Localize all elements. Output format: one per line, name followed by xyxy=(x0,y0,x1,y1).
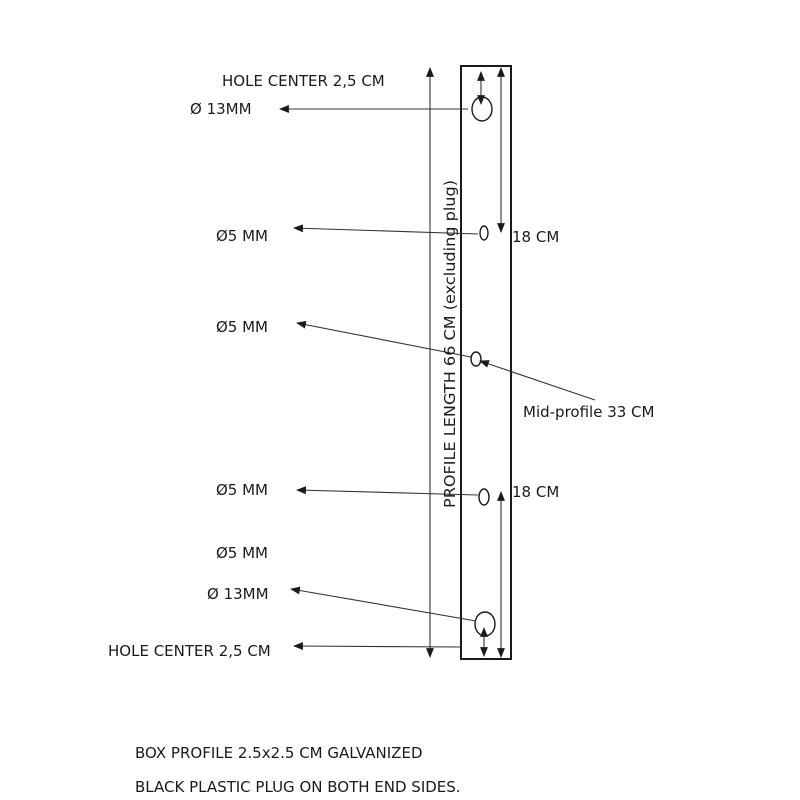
leader-hole-center-bottom xyxy=(293,642,462,651)
label-mid-profile: Mid-profile 33 CM xyxy=(523,403,654,421)
leader-5mm-2 xyxy=(296,486,479,496)
label-diam-13mm-bottom: Ø 13MM xyxy=(207,585,269,603)
hole-13mm-bottom xyxy=(474,611,496,637)
label-hole-center-top: HOLE CENTER 2,5 CM xyxy=(222,72,385,90)
note-box-profile: BOX PROFILE 2.5x2.5 CM GALVANIZED xyxy=(135,744,423,762)
hole-5mm-1 xyxy=(479,225,489,241)
leader-5mm-mid xyxy=(296,320,472,358)
label-diam-5mm-b: Ø5 MM xyxy=(216,318,268,336)
note-plastic-plug: BLACK PLASTIC PLUG ON BOTH END SIDES. xyxy=(135,778,461,796)
profile-bar xyxy=(460,65,512,660)
label-diam-5mm-c: Ø5 MM xyxy=(216,481,268,499)
label-hole-center-bottom: HOLE CENTER 2,5 CM xyxy=(108,642,271,660)
label-profile-length: PROFILE LENGTH 66 CM (excluding plug) xyxy=(441,180,459,508)
label-diam-5mm-a: Ø5 MM xyxy=(216,227,268,245)
label-18cm-top: 18 CM xyxy=(512,228,559,246)
label-18cm-bottom: 18 CM xyxy=(512,483,559,501)
leader-mid-profile xyxy=(479,360,596,401)
leader-13mm-bottom xyxy=(290,586,477,622)
label-diam-13mm-top: Ø 13MM xyxy=(190,100,252,118)
hole-5mm-2 xyxy=(478,488,490,506)
hole-13mm-top xyxy=(471,96,493,122)
leader-5mm-1 xyxy=(293,224,479,235)
hole-5mm-mid xyxy=(470,351,482,367)
label-diam-5mm-d: Ø5 MM xyxy=(216,544,268,562)
